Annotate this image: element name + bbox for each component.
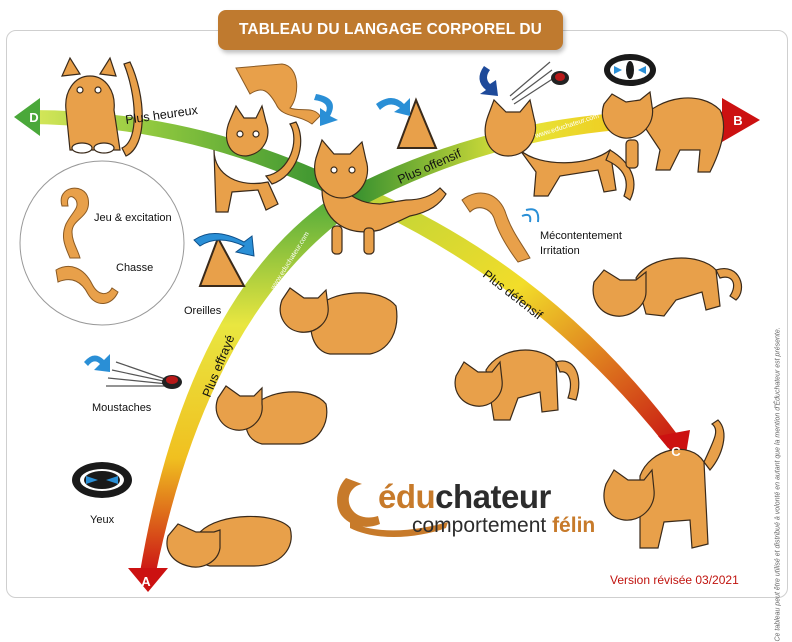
ears-icon xyxy=(198,235,246,287)
logo-swoosh xyxy=(350,522,448,538)
logo-wordmark: éduchateur xyxy=(378,478,551,516)
tail-hunt-icon xyxy=(55,266,119,304)
logo-sub-felin: félin xyxy=(552,514,596,537)
cat-neutral-center xyxy=(314,138,447,255)
arrow-letter-c: C xyxy=(671,444,681,459)
tail-up-icon xyxy=(235,63,321,125)
chart-title: TABLEAU DU LANGAGE CORPOREL DU CHAT xyxy=(218,10,563,78)
cat-defensive-hunched xyxy=(454,349,580,421)
usage-side-note: Ce tableau peut être utilisé et distribu… xyxy=(774,327,782,642)
ears-rotate-arrow-icon xyxy=(193,233,255,257)
legend-irritation-line1: Mécontentement xyxy=(540,230,622,242)
cat-fearful-crouch xyxy=(279,287,398,355)
arrowhead-a xyxy=(128,568,168,592)
chart-page: A B C D Plus heureux Plus offensif Plus … xyxy=(6,10,788,642)
tail-irritation-icon xyxy=(461,192,531,263)
cat-happy-sitting xyxy=(61,56,143,157)
arrowhead-d xyxy=(14,98,40,136)
arrow-letter-b: B xyxy=(733,113,742,128)
logo-sub-comportement: comportement xyxy=(412,514,553,537)
eyes-dilated-icon xyxy=(72,462,132,498)
cat-content-standing xyxy=(213,104,302,213)
logo-part-chateur: chateur xyxy=(435,478,551,515)
tail-play-icon xyxy=(60,187,89,259)
legend-irritation-line2: Irritation xyxy=(540,245,580,257)
legend-eyes-label: Yeux xyxy=(90,514,115,526)
logo-part-edu: édu xyxy=(378,478,436,515)
body-language-diagram: A B C D Plus heureux Plus offensif Plus … xyxy=(14,54,760,592)
logo-cat-icon xyxy=(337,478,380,527)
cat-offensive-standing xyxy=(484,98,635,201)
tail-swish-arrow-icon xyxy=(314,94,338,126)
whiskers-offensive-icon xyxy=(479,61,569,105)
ear-rotate-arrow-icon xyxy=(376,98,410,116)
whiskers-icon xyxy=(84,354,182,389)
legend-whiskers-label: Moustaches xyxy=(92,402,152,414)
logo-tagline: comportement félin xyxy=(412,514,595,538)
legend-hunt-label: Chasse xyxy=(116,262,154,274)
cat-terrified-arched xyxy=(603,419,725,549)
arrow-letter-a: A xyxy=(141,574,151,589)
legend-play-label: Jeu & excitation xyxy=(94,212,172,224)
cat-fearful-lying xyxy=(215,385,328,445)
version-label: Version révisée 03/2021 xyxy=(610,573,739,587)
eyes-constricted-icon xyxy=(604,54,656,86)
tail-irritation-wave-icon xyxy=(521,208,540,223)
arrow-letter-d: D xyxy=(29,110,38,125)
ear-forward-icon xyxy=(396,97,438,149)
legend-ears-label: Oreilles xyxy=(184,305,222,317)
arrow-band-happy xyxy=(30,110,352,200)
cat-crouch-defensive xyxy=(592,257,743,317)
cat-terrified-flat xyxy=(166,515,292,568)
arrow-band-scared xyxy=(140,192,358,572)
arrowhead-b xyxy=(722,98,760,142)
cat-aggressive-prowl xyxy=(601,90,725,173)
